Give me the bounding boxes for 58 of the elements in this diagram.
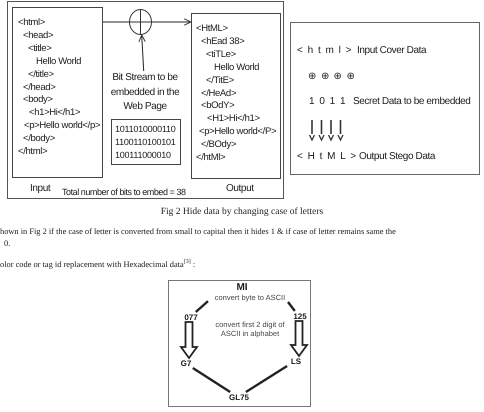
paragraph-text: hown in Fig 2 if the case of letter is converted from small to capital then it hides 1 & if case of letter remains same the xyxy=(0,226,396,237)
bit-string-box xyxy=(111,119,181,165)
code-line: Hello World xyxy=(214,62,260,73)
box-caption: Output xyxy=(226,183,254,194)
tag-text: < h t m l > xyxy=(297,45,352,57)
code-box xyxy=(191,13,281,179)
code-line: </head> xyxy=(23,82,56,92)
value-text: GL75 xyxy=(223,393,255,403)
code-line: <p>Hello world</P> xyxy=(199,126,276,138)
tag-text: < H t M L > xyxy=(297,151,358,163)
description-text: Bit Stream to be embedded in the Web Page xyxy=(108,71,182,115)
code-line: <H1>Hi</h1> xyxy=(207,113,260,124)
caption-text: Output Stego Data xyxy=(359,151,436,163)
box-caption: Input xyxy=(30,183,50,194)
code-line: Hello World xyxy=(36,56,82,67)
arrow xyxy=(138,34,146,72)
code-line: <body> xyxy=(23,94,53,106)
block-arrow xyxy=(179,321,199,360)
bit-string: 1100110100101 xyxy=(114,136,176,149)
caption-text: Secret Data to be embedded xyxy=(353,96,470,108)
connector-line xyxy=(287,301,296,312)
bit-string: 100111000010 xyxy=(114,149,172,162)
code-line: </body> xyxy=(23,133,55,144)
connector-line xyxy=(195,300,209,313)
total-note: Total number of bits to embed = 38 xyxy=(62,187,186,198)
code-box xyxy=(12,7,103,178)
value-text: G7 xyxy=(177,359,195,369)
code-line: <head> xyxy=(23,30,54,41)
code-line: <tiTLe> xyxy=(206,48,236,60)
code-line: </TitE> xyxy=(206,74,234,86)
arrow xyxy=(152,18,192,26)
heading-text: MI xyxy=(235,282,249,293)
code-line: </HeAd> xyxy=(201,88,236,98)
code-line: </html> xyxy=(18,146,48,157)
code-line: <p>Hello world</p> xyxy=(24,120,100,132)
code-line: <title> xyxy=(28,42,52,54)
bit-string: 1011010000110 xyxy=(114,123,176,136)
caption-text: Input Cover Data xyxy=(357,45,426,57)
code-line: <HtML> xyxy=(196,23,228,34)
code-line: <h1>Hi</h1> xyxy=(29,107,80,118)
example-panel xyxy=(290,22,480,175)
code-line: <html> xyxy=(18,17,45,28)
code-line: </htMl> xyxy=(196,152,226,163)
code-line: </title> xyxy=(28,68,54,80)
operator-symbols: ⊕ ⊕ ⊕ ⊕ xyxy=(308,71,356,83)
paragraph-text: olor code or tag id replacement with Hexadecimal data$^{[3]}$ : xyxy=(0,258,196,270)
code-line: </BOdy> xyxy=(201,139,236,150)
paragraph-text: 0. xyxy=(4,238,10,249)
value-text: 125 xyxy=(289,312,311,322)
xor-circle xyxy=(129,9,152,35)
code-line: <hEad 38> xyxy=(201,36,244,47)
value-text: LS xyxy=(287,357,305,367)
bit-digits: 1 0 1 1 xyxy=(309,96,347,108)
value-text: 077 xyxy=(180,313,202,323)
figure-caption: Fig 2 Hide data by changing case of letters xyxy=(160,207,324,217)
block-arrow xyxy=(289,320,309,358)
diagram-frame xyxy=(168,280,311,407)
code-line: <bOdY> xyxy=(201,100,234,112)
